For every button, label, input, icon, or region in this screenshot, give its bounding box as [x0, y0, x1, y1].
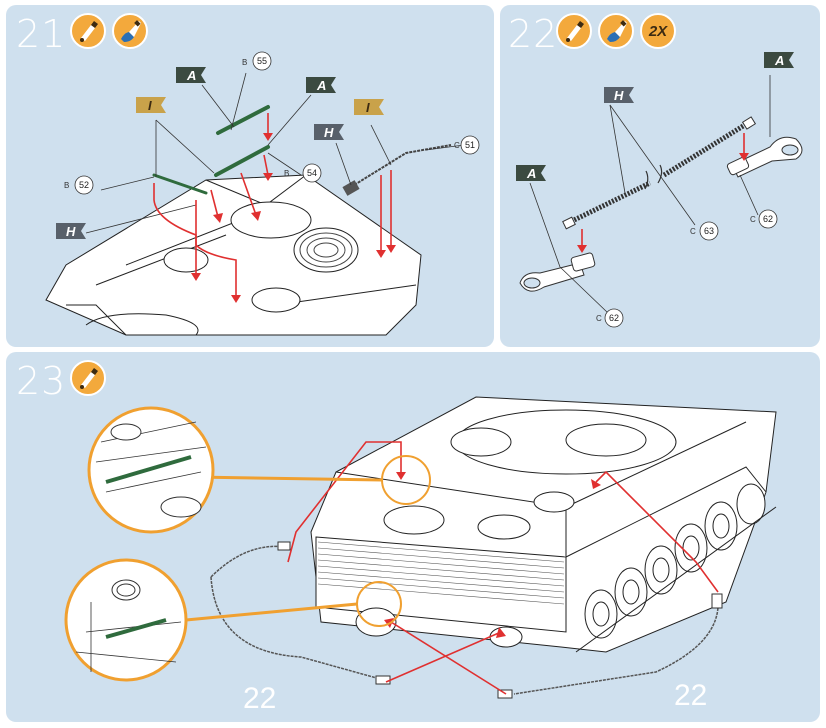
flag-h: H [314, 124, 344, 140]
rear-hatch [383, 505, 445, 535]
detail-connector [185, 602, 358, 622]
tow-cable-left [210, 541, 392, 685]
flag-h: H [604, 87, 634, 103]
callout-c51: C 51 [454, 135, 480, 155]
step-reference: 22 [674, 679, 707, 712]
svg-text:B: B [242, 58, 247, 67]
step-23-panel: 23 [6, 352, 820, 722]
road-wheels [355, 483, 766, 648]
svg-text:B: B [284, 169, 289, 178]
glue-icon [556, 13, 592, 49]
svg-text:52: 52 [79, 180, 89, 190]
step-number: 21 [16, 12, 67, 56]
part-c62-tow-eye [726, 136, 803, 178]
part-c62-tow-eye [519, 252, 596, 292]
part-b52-rod [152, 173, 208, 195]
turret-ring-hatch [230, 201, 312, 239]
tank-hull-top [45, 174, 422, 336]
fan-cover [533, 491, 575, 513]
arrow-heads [577, 153, 749, 253]
hatch-left [450, 427, 512, 457]
svg-text:51: 51 [465, 140, 475, 150]
left-hatch [163, 247, 209, 273]
svg-text:A: A [316, 78, 326, 93]
svg-text:54: 54 [307, 168, 317, 178]
hatch-right [565, 423, 647, 457]
svg-text:H: H [66, 224, 76, 239]
callout-b55: B 55 [242, 51, 272, 71]
svg-text:C: C [690, 227, 696, 236]
svg-text:A: A [186, 68, 196, 83]
rear-grille [317, 541, 565, 605]
svg-text:62: 62 [763, 214, 773, 224]
rear-hatch-2 [477, 514, 531, 540]
svg-text:C: C [750, 215, 756, 224]
paint-icon [112, 13, 148, 49]
callout-c62: C 62 [750, 209, 778, 229]
svg-text:B: B [64, 181, 69, 190]
svg-text:A: A [526, 166, 536, 181]
svg-text:I: I [148, 98, 152, 113]
leader-lines [529, 75, 771, 314]
step-21-panel: 21 [6, 5, 494, 347]
step-23-diagram: 22 22 [64, 396, 777, 715]
svg-text:H: H [614, 88, 624, 103]
fan-grille [293, 227, 359, 273]
quantity-badge: 2X [640, 13, 676, 49]
part-b55-rod [216, 105, 270, 135]
svg-text:C: C [454, 141, 460, 150]
detail-zoom-rear [64, 558, 188, 682]
svg-text:C: C [596, 314, 602, 323]
step-reference: 22 [243, 682, 276, 715]
flag-h: H [56, 223, 86, 239]
part-c51-cable [342, 144, 452, 196]
flag-i: I [354, 99, 384, 115]
glue-icon [70, 360, 106, 396]
step-22-diagram: A H A C 62 C 63 C 62 [516, 52, 803, 328]
rear-hatch [251, 287, 301, 313]
part-c63-cable [562, 116, 757, 230]
flag-a: A [764, 52, 794, 68]
svg-text:H: H [324, 125, 334, 140]
assembly-arrows [287, 441, 719, 695]
svg-text:55: 55 [257, 56, 267, 66]
track [575, 506, 777, 653]
step-number: 23 [16, 359, 67, 403]
callout-b54: B 54 [284, 163, 322, 183]
flag-i: I [136, 97, 166, 113]
step-22-panel: 22 2X [500, 5, 820, 347]
callout-c62: C 62 [596, 308, 624, 328]
svg-text:63: 63 [704, 226, 714, 236]
flag-a: A [306, 77, 336, 93]
arrow-heads [191, 133, 396, 303]
detail-zoom-top [87, 406, 215, 534]
glue-icon [70, 13, 106, 49]
step-number: 22 [508, 12, 559, 56]
paint-icon [598, 13, 634, 49]
assembly-arrows [581, 133, 745, 245]
part-b54-rod [214, 145, 270, 177]
detail-connector [193, 475, 383, 482]
svg-text:A: A [774, 53, 784, 68]
flag-a: A [516, 165, 546, 181]
callout-b52: B 52 [64, 175, 94, 195]
svg-text:62: 62 [609, 313, 619, 323]
flag-a: A [176, 67, 206, 83]
assembly-arrows [153, 113, 392, 295]
step-21-diagram: A A I I H H B 55 C 51 B 52 B 54 [45, 51, 480, 336]
svg-text:I: I [366, 100, 370, 115]
leader-lines [85, 72, 465, 234]
callout-c63: C 63 [690, 221, 719, 241]
